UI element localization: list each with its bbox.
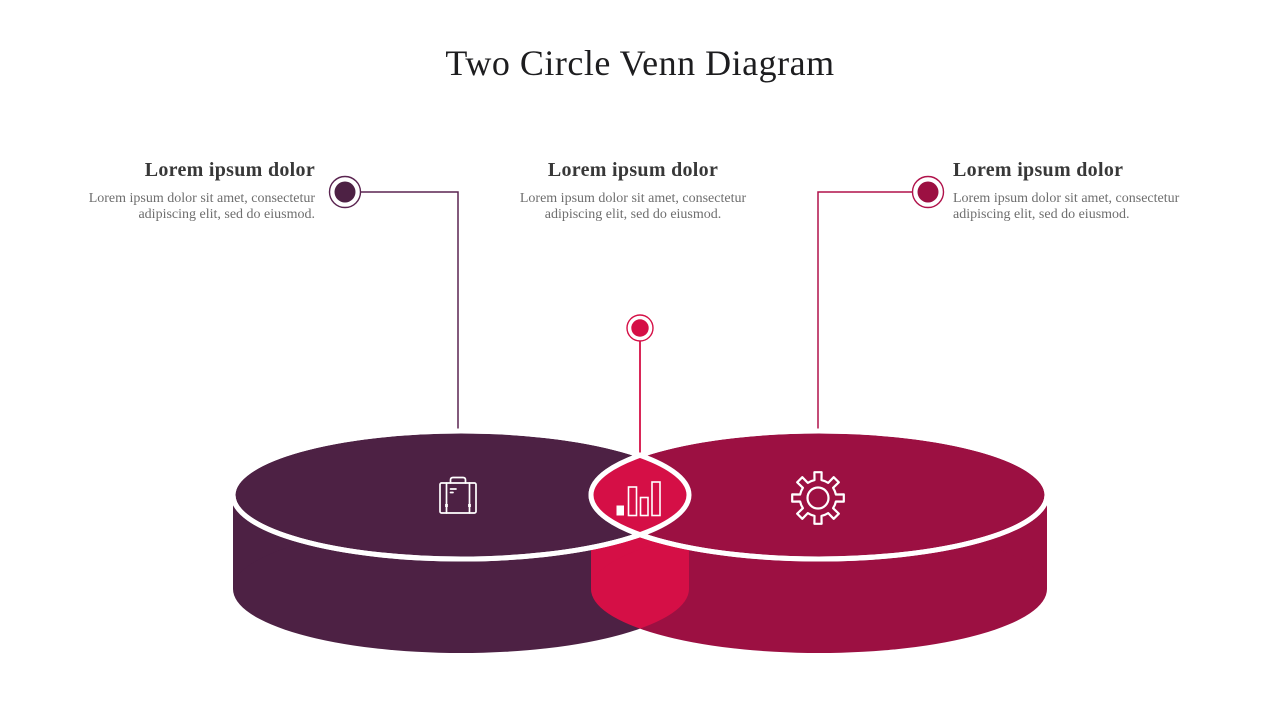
text-block-left: Lorem ipsum dolor Lorem ipsum dolor sit … xyxy=(63,159,315,223)
text-block-right-heading: Lorem ipsum dolor xyxy=(953,159,1124,181)
text-block-left-body: Lorem ipsum dolor sit amet, consectetur … xyxy=(88,191,315,222)
venn-left-circle-outline xyxy=(230,428,692,562)
text-block-right: Lorem ipsum dolor Lorem ipsum dolor sit … xyxy=(953,159,1205,223)
page-title: Two Circle Venn Diagram xyxy=(445,43,835,83)
connector-line-right xyxy=(817,191,912,437)
text-block-center-body: Lorem ipsum dolor sit amet, consectetur … xyxy=(519,191,747,222)
connector-line-left xyxy=(361,191,459,437)
marker-center xyxy=(626,314,654,342)
text-block-left-heading: Lorem ipsum dolor xyxy=(144,159,315,181)
text-block-center-heading: Lorem ipsum dolor xyxy=(547,159,719,181)
briefcase-icon xyxy=(439,476,477,514)
bar-chart-icon xyxy=(616,481,661,517)
marker-left xyxy=(328,175,362,209)
marker-right xyxy=(911,175,945,209)
text-block-right-body: Lorem ipsum dolor sit amet, consectetur … xyxy=(953,191,1180,222)
text-block-center: Lorem ipsum dolor Lorem ipsum dolor sit … xyxy=(507,159,759,223)
gear-icon xyxy=(791,471,845,525)
venn-right-circle-outline xyxy=(588,428,1050,562)
